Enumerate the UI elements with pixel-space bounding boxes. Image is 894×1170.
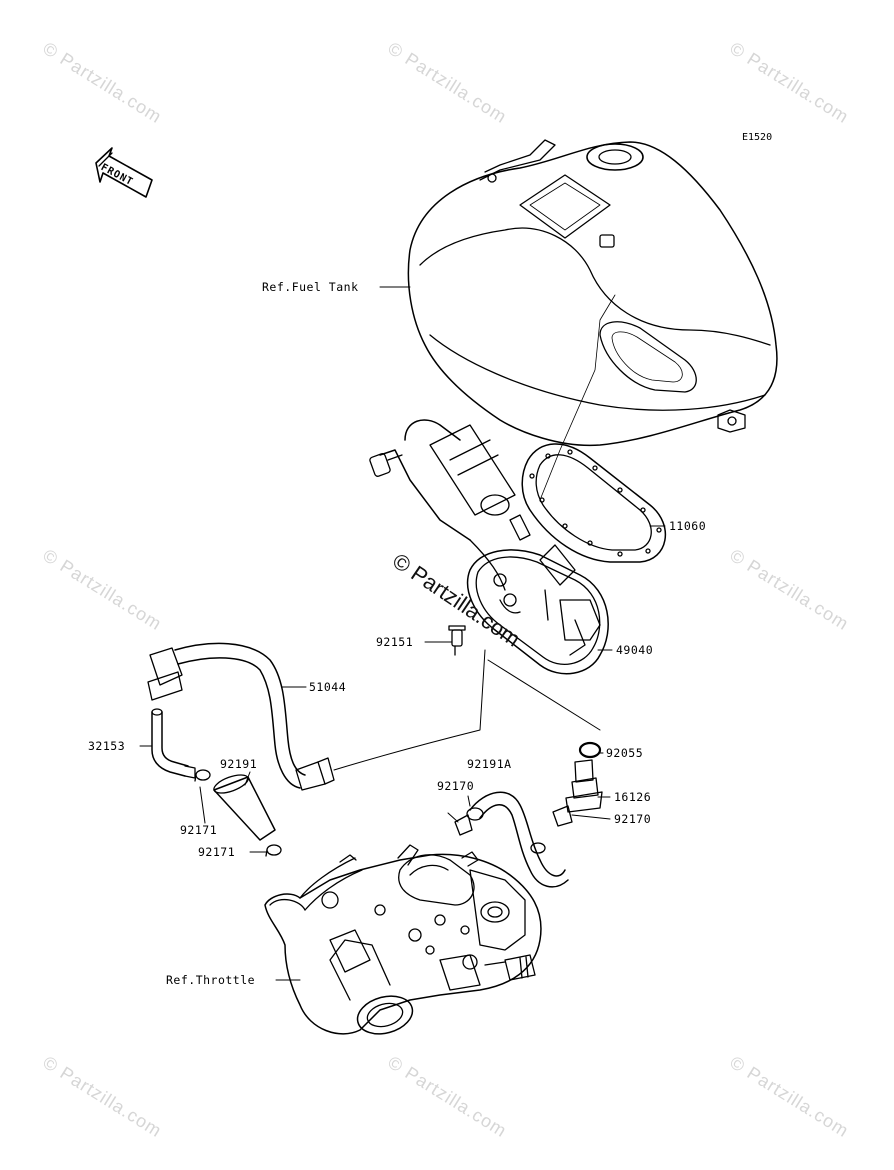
- part-number-92170[interactable]: 92170: [437, 779, 475, 793]
- ref-fuel-tank-label: Ref.Fuel Tank: [262, 280, 359, 294]
- part-number-92171[interactable]: 92171: [180, 823, 218, 837]
- hose-92191a: [466, 791, 569, 888]
- clamp-92170: [552, 805, 573, 827]
- o-ring-92055: [578, 741, 602, 759]
- part-number-92170[interactable]: 92170: [614, 812, 652, 826]
- sensor-16126: [565, 759, 603, 813]
- elbow-fitting-32153: [151, 708, 196, 779]
- part-number-11060[interactable]: 11060: [669, 519, 707, 533]
- part-number-92151[interactable]: 92151: [376, 635, 414, 649]
- leader-line: [487, 659, 601, 731]
- clamp-92170: [454, 814, 473, 836]
- diagram-code: E1520: [742, 132, 773, 143]
- ref-throttle-label: Ref.Throttle: [166, 973, 256, 987]
- clamp-92171: [194, 769, 211, 782]
- part-number-32153[interactable]: 32153: [88, 739, 126, 753]
- callout-lines: [139, 286, 666, 981]
- part-number-92191[interactable]: 92191: [220, 757, 258, 771]
- throttle-body: [264, 844, 542, 1035]
- hose-92191: [213, 774, 276, 841]
- bolt-92151: [448, 625, 466, 656]
- part-number-92171[interactable]: 92171: [198, 845, 236, 859]
- leader-line: [539, 294, 616, 501]
- part-number-49040[interactable]: 49040: [616, 643, 654, 657]
- fuel-hose-51044: [147, 642, 486, 791]
- front-arrow-icon: [95, 147, 153, 198]
- part-number-51044[interactable]: 51044: [309, 680, 347, 694]
- part-number-92055[interactable]: 92055: [606, 746, 644, 760]
- clamp-92171: [265, 844, 282, 857]
- part-number-16126[interactable]: 16126: [614, 790, 652, 804]
- fuel-pump-assembly: [369, 419, 609, 675]
- part-number-92191a[interactable]: 92191A: [467, 757, 512, 771]
- fuel-pump-gasket: [521, 443, 667, 563]
- fuel-tank: [407, 139, 778, 447]
